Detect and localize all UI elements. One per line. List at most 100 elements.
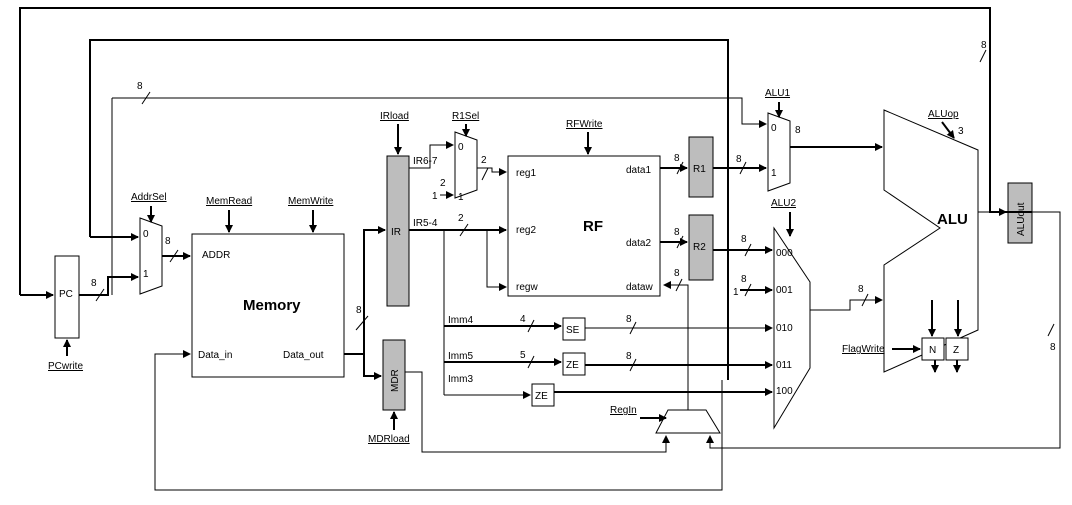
- wire-mem-to-mdr: [363, 354, 382, 380]
- register-file: [507, 155, 661, 297]
- alu1-mux: [767, 112, 791, 192]
- width-ir54: 2: [458, 213, 464, 224]
- width-pc-alu1: 8: [137, 81, 143, 92]
- signal-memwrite: MemWrite: [288, 196, 334, 207]
- addrsel-mux: [139, 217, 163, 295]
- signal-rfwrite: RFWrite: [566, 119, 603, 130]
- rf-reg1-label: reg1: [516, 168, 536, 179]
- alu2-mux-in100: 100: [776, 386, 793, 397]
- ctrl-aluop-arrow: [941, 121, 955, 139]
- r1sel-mux-in1: 1: [458, 192, 464, 203]
- width-pc-out: 8: [91, 278, 97, 289]
- memory-dataout-label: Data_out: [283, 350, 324, 361]
- width-alu1-out: 8: [795, 125, 801, 136]
- aluout-label: ALUout: [1016, 202, 1027, 236]
- r1sel-mux-in0: 0: [458, 142, 464, 153]
- width-data1: 8: [674, 153, 680, 164]
- addrsel-mux-in1: 1: [143, 269, 149, 280]
- width-r2-out: 8: [741, 234, 747, 245]
- rf-regw-label: regw: [516, 282, 538, 293]
- signal-aluop: ALUop: [928, 109, 959, 120]
- field-imm4: Imm4: [448, 315, 473, 326]
- wire-mem-to-ir: [344, 226, 386, 355]
- flag-z-label: Z: [953, 345, 959, 356]
- r1-label: R1: [693, 164, 706, 175]
- width-const1: 8: [741, 274, 747, 285]
- addrsel-mux-in0: 0: [143, 229, 149, 240]
- width-aluout-top: 8: [981, 40, 987, 51]
- alu2-mux-in000: 000: [776, 248, 793, 259]
- wire-ir54-to-regw: [486, 230, 507, 291]
- width-ze-out: 8: [626, 351, 632, 362]
- signal-alu1: ALU1: [765, 88, 790, 99]
- ze-label-imm5: ZE: [566, 360, 579, 371]
- se-block: [562, 317, 586, 341]
- flag-n-label: N: [929, 345, 936, 356]
- width-dataw: 8: [674, 268, 680, 279]
- width-r1sel-out: 2: [481, 155, 487, 166]
- const-one-alu2: 1: [733, 287, 739, 298]
- signal-alu2: ALU2: [771, 198, 796, 209]
- signal-pcwrite: PCwrite: [48, 361, 83, 372]
- wire-r1-to-addr-loop: [89, 39, 729, 380]
- width-imm4: 4: [520, 314, 526, 325]
- rf-dataw-label: dataw: [626, 282, 653, 293]
- wire-mdr-to-regin: [405, 371, 670, 453]
- rf-reg2-label: reg2: [516, 225, 536, 236]
- width-alu2-out: 8: [858, 284, 864, 295]
- alu2-mux: [773, 226, 811, 430]
- ze-label-imm3: ZE: [535, 391, 548, 402]
- ze-block-imm3: [531, 383, 555, 407]
- alu1-mux-in1: 1: [771, 168, 777, 179]
- ir-label: IR: [391, 227, 401, 238]
- signal-irload: IRload: [380, 111, 409, 122]
- wire-aluout-to-regin: [706, 211, 1061, 449]
- alu2-mux-in010: 010: [776, 323, 793, 334]
- signal-mdrload: MDRload: [368, 434, 410, 445]
- mdr-label: MDR: [390, 369, 401, 392]
- memory-label: Memory: [243, 297, 301, 314]
- regin-mux: [655, 409, 721, 434]
- alu1-mux-in0: 0: [771, 123, 777, 134]
- rf-data1-label: data1: [626, 165, 651, 176]
- memory-addr-label: ADDR: [202, 250, 230, 261]
- const-r1sel-in1: 1: [432, 191, 438, 202]
- width-r1sel-in1: 2: [440, 178, 446, 189]
- width-aluout-right: 8: [1050, 342, 1056, 353]
- field-ir54: IR5-4: [413, 218, 438, 229]
- alu-block: [883, 109, 979, 373]
- r2-register: [688, 214, 714, 281]
- r1-register: [688, 136, 714, 198]
- pc-label: PC: [59, 289, 73, 300]
- width-dataout: 8: [356, 305, 362, 316]
- memory-datain-label: Data_in: [198, 350, 232, 361]
- wire-pc-to-alu1: [112, 97, 767, 128]
- wire-data-in-loop: [154, 350, 723, 491]
- pc-register: [54, 255, 80, 339]
- signal-regin: RegIn: [610, 405, 637, 416]
- r2-label: R2: [693, 242, 706, 253]
- rf-label: RF: [583, 218, 603, 235]
- alu2-mux-in011: 011: [776, 360, 792, 371]
- alu2-mux-in001: 001: [776, 285, 793, 296]
- wire-r1sel-to-reg1: [477, 167, 507, 176]
- width-data2: 8: [674, 227, 680, 238]
- width-se-out: 8: [626, 314, 632, 325]
- wire-pc-to-addrsel: [79, 273, 139, 296]
- field-imm3: Imm3: [448, 374, 473, 385]
- se-label: SE: [566, 325, 580, 336]
- signal-r1sel: R1Sel: [452, 111, 479, 122]
- width-imm5: 5: [520, 350, 526, 361]
- wire-ir67: [409, 141, 454, 169]
- width-addr: 8: [165, 236, 171, 247]
- mdr-register: [382, 339, 406, 411]
- wire-regin-to-dataw: [663, 281, 689, 410]
- wire-alu2-to-alu: [810, 296, 883, 311]
- memory-block: [191, 233, 345, 378]
- alu-label: ALU: [937, 211, 968, 228]
- rf-data2-label: data2: [626, 238, 651, 249]
- r1sel-mux: [454, 131, 478, 199]
- signal-flagwrite: FlagWrite: [842, 344, 885, 355]
